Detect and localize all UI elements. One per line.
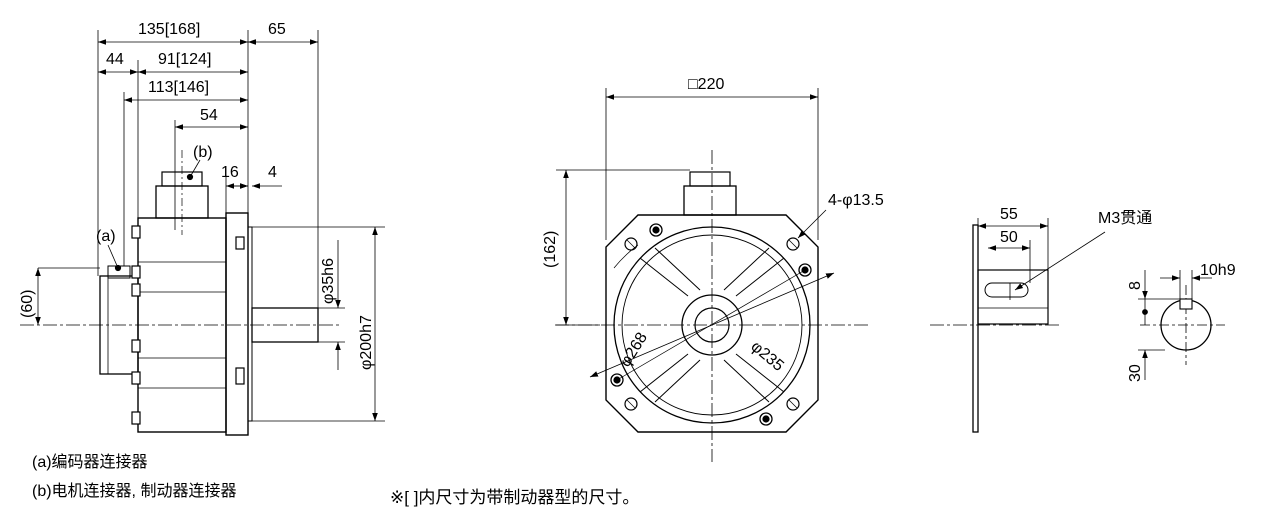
dim-mount-holes: 4-φ13.5	[828, 192, 884, 209]
shaft-body	[977, 269, 1049, 325]
dim-55: 55	[1000, 206, 1018, 223]
footnote: ※[ ]内尺寸为带制动器型的尺寸。	[390, 488, 640, 507]
dim-60: (60)	[19, 290, 36, 318]
front-view	[555, 150, 870, 462]
front-dimensions	[556, 88, 835, 381]
dim-16: 16	[221, 164, 239, 181]
label-a: (a)	[96, 228, 116, 245]
dim-113: 113[146]	[148, 79, 209, 96]
shaft-flange-edge	[972, 224, 979, 433]
dim-tap: M3贯通	[1098, 209, 1152, 227]
legend-motor-connector: (b)电机连接器, 制动器连接器	[32, 483, 237, 500]
key-section-dimensions	[1138, 270, 1212, 380]
front-connector	[683, 185, 737, 216]
shaft-end-text: 55 50 M3贯通	[1000, 206, 1152, 246]
dim-bolt-circle: φ235	[747, 338, 786, 375]
shaft	[251, 307, 319, 343]
dim-overall-length: 135[168]	[138, 21, 200, 38]
legend-encoder-connector: (a)编码器连接器	[32, 454, 148, 471]
dim-30: 30	[1127, 364, 1144, 382]
key-section-text: 10h9 8 30	[1127, 262, 1236, 382]
mount-hole	[624, 237, 638, 251]
keyway	[1179, 298, 1193, 310]
mount-hole	[624, 397, 638, 411]
dim-shaft-dia: φ35h6	[320, 258, 337, 304]
dim-key-width: 10h9	[1200, 262, 1236, 279]
dim-8: 8	[1127, 281, 1144, 290]
dim-pilot-dia: φ200h7	[358, 315, 375, 370]
mount-hole	[786, 237, 800, 251]
dim-91: 91[124]	[158, 51, 211, 68]
side-view	[20, 150, 340, 436]
side-dimension-text: 135[168] 65 44 91[124] 113[146] 54 16 4 …	[19, 21, 375, 370]
shaft-end-dimensions	[977, 218, 1106, 291]
dim-flange-square: □220	[688, 76, 724, 93]
label-b: (b)	[193, 144, 213, 161]
dim-44: 44	[106, 51, 124, 68]
dim-50: 50	[1000, 229, 1018, 246]
dim-connector-height: (162)	[542, 231, 559, 268]
front-dimension-text: □220 (162) 4-φ13.5 φ268 φ235	[542, 76, 884, 375]
mount-hole	[786, 397, 800, 411]
dim-outer-circle: φ268	[617, 330, 651, 371]
shaft-end-detail	[930, 224, 1060, 433]
dim-shaft-length: 65	[268, 21, 286, 38]
key-section-detail	[1140, 285, 1225, 365]
dim-54: 54	[200, 107, 218, 124]
dim-4: 4	[268, 164, 277, 181]
side-dimensions	[35, 30, 385, 422]
